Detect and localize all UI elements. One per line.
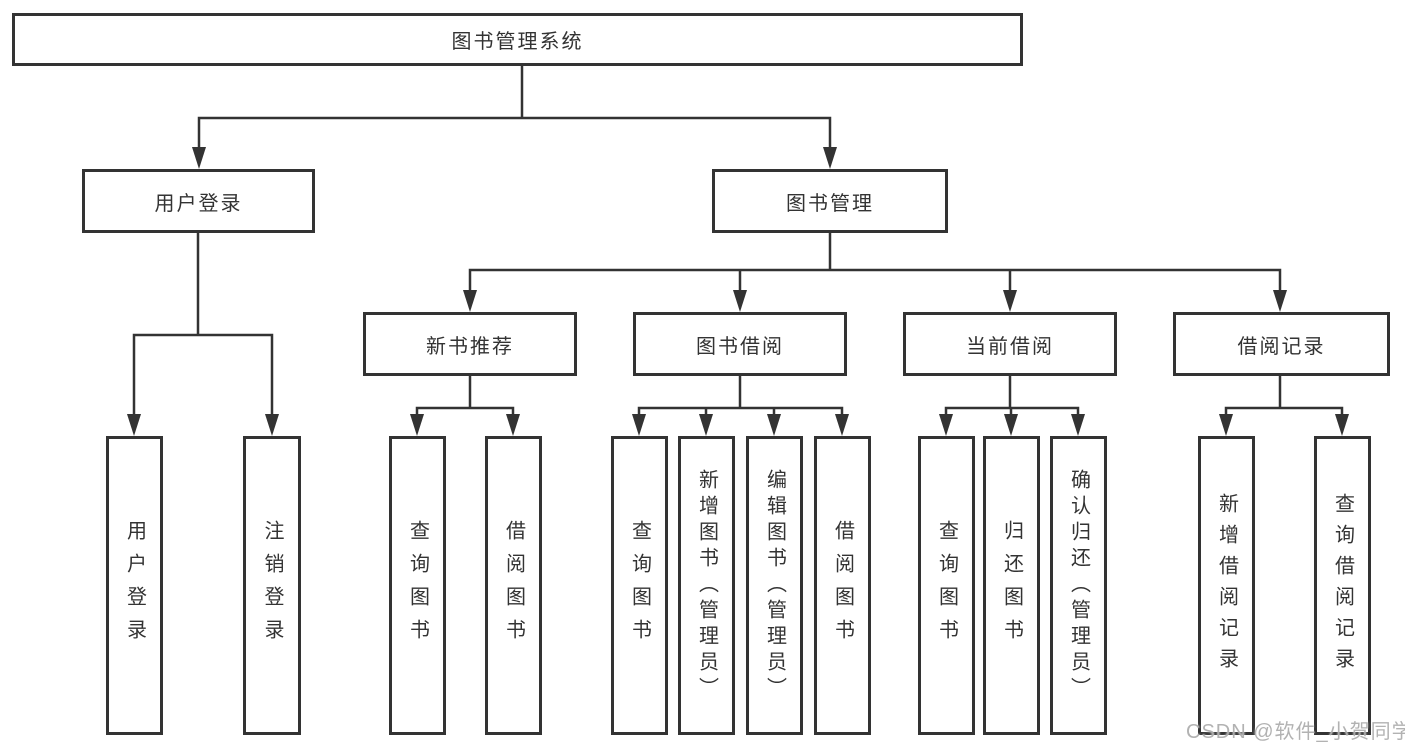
node-current-borrowing: 当前借阅 bbox=[903, 312, 1117, 376]
node-borrow-records: 借阅记录 bbox=[1173, 312, 1390, 376]
node-leaf-add-borrow-record-label: 新增借阅记录 bbox=[1215, 492, 1238, 679]
node-leaf-return-books: 归还图书 bbox=[983, 436, 1040, 735]
node-leaf-borrow-books-recommend: 借阅图书 bbox=[485, 436, 542, 735]
node-user-login-label: 用户登录 bbox=[154, 192, 243, 215]
node-leaf-confirm-return-admin-label: 确认归还（管理员） bbox=[1067, 468, 1090, 703]
node-book-borrowing: 图书借阅 bbox=[633, 312, 847, 376]
node-leaf-query-books-current: 查询图书 bbox=[918, 436, 975, 735]
node-leaf-borrow-books-recommend-label: 借阅图书 bbox=[502, 519, 525, 652]
node-leaf-user-login-label: 用户登录 bbox=[123, 519, 146, 652]
node-system-root: 图书管理系统 bbox=[12, 13, 1023, 66]
arrowheads bbox=[127, 147, 1349, 436]
node-leaf-confirm-return-admin: 确认归还（管理员） bbox=[1050, 436, 1107, 735]
csdn-watermark: CSDN @软件_小贺同学 bbox=[1186, 721, 1405, 743]
node-leaf-add-book-admin: 新增图书（管理员） bbox=[678, 436, 735, 735]
node-leaf-logout-label: 注销登录 bbox=[261, 519, 283, 652]
node-borrow-records-label: 借阅记录 bbox=[1237, 335, 1326, 358]
node-leaf-add-borrow-record: 新增借阅记录 bbox=[1198, 436, 1255, 735]
node-new-book-recommend: 新书推荐 bbox=[363, 312, 577, 376]
node-leaf-query-borrow-record-label: 查询借阅记录 bbox=[1331, 492, 1354, 679]
node-leaf-logout: 注销登录 bbox=[243, 436, 301, 735]
node-leaf-query-books-current-label: 查询图书 bbox=[935, 519, 958, 652]
node-leaf-edit-book-admin: 编辑图书（管理员） bbox=[746, 436, 803, 735]
node-leaf-query-books-borrowing-label: 查询图书 bbox=[628, 519, 651, 652]
node-leaf-query-books-recommend-label: 查询图书 bbox=[406, 519, 429, 652]
node-leaf-borrow-books-borrowing-label: 借阅图书 bbox=[831, 519, 854, 652]
node-book-management: 图书管理 bbox=[712, 169, 948, 233]
node-leaf-add-book-admin-label: 新增图书（管理员） bbox=[695, 468, 718, 703]
node-leaf-return-books-label: 归还图书 bbox=[1000, 519, 1023, 652]
node-book-borrowing-label: 图书借阅 bbox=[696, 335, 784, 358]
node-book-management-label: 图书管理 bbox=[786, 192, 874, 215]
node-leaf-query-books-borrowing: 查询图书 bbox=[611, 436, 668, 735]
node-leaf-edit-book-admin-label: 编辑图书（管理员） bbox=[763, 468, 786, 703]
node-leaf-query-borrow-record: 查询借阅记录 bbox=[1314, 436, 1371, 735]
node-leaf-user-login: 用户登录 bbox=[106, 436, 163, 735]
node-user-login: 用户登录 bbox=[82, 169, 315, 233]
node-current-borrowing-label: 当前借阅 bbox=[966, 335, 1054, 358]
node-new-book-recommend-label: 新书推荐 bbox=[426, 335, 514, 358]
node-leaf-query-books-recommend: 查询图书 bbox=[389, 436, 446, 735]
node-leaf-borrow-books-borrowing: 借阅图书 bbox=[814, 436, 871, 735]
node-system-root-label: 图书管理系统 bbox=[451, 31, 584, 53]
